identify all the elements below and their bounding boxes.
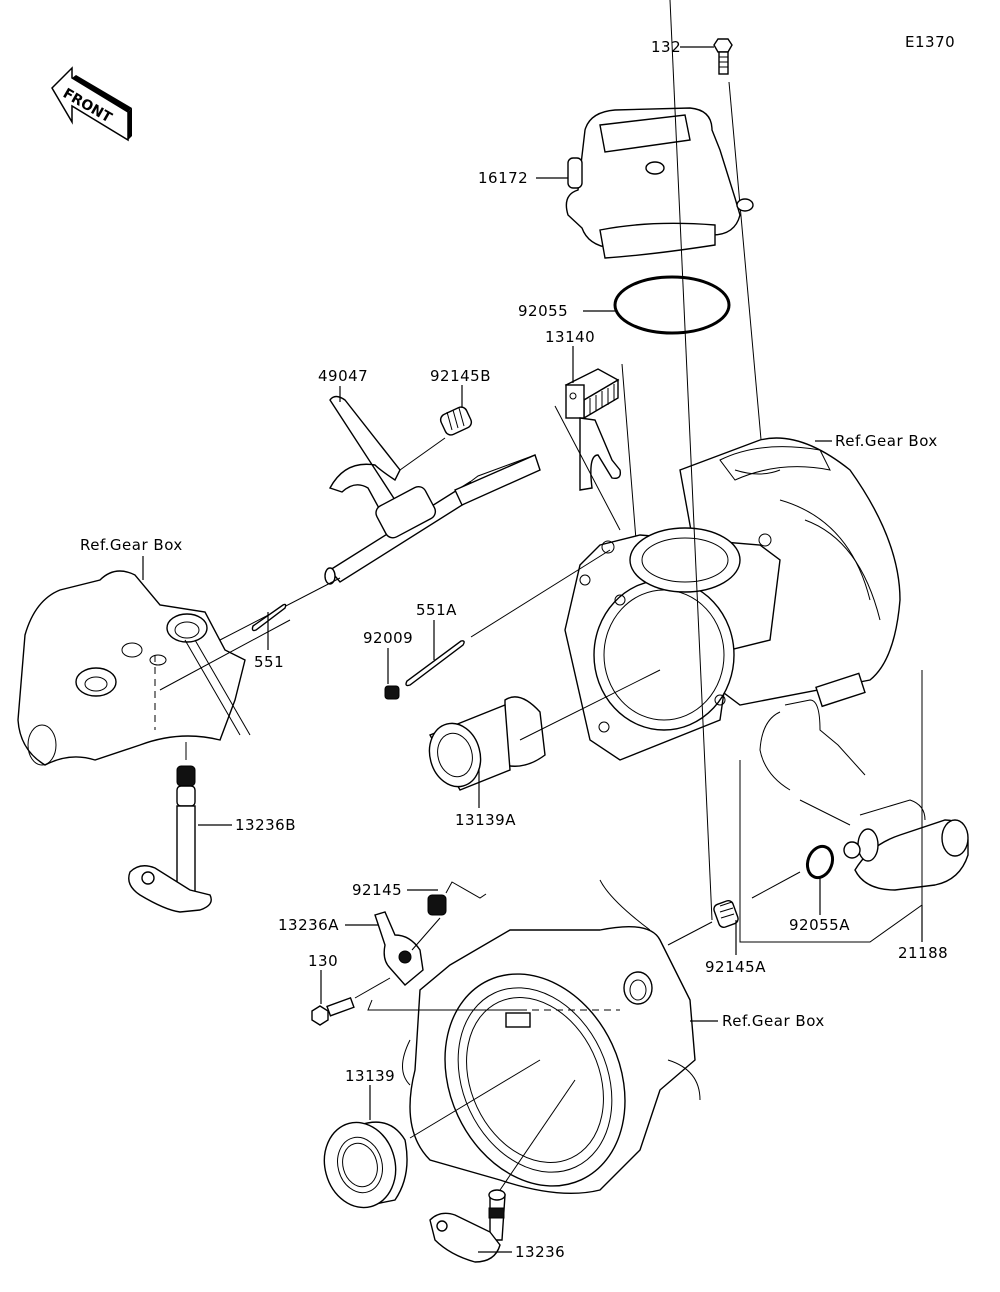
- bracket-21188: [739, 670, 923, 943]
- callout-16172[interactable]: 16172: [478, 169, 528, 187]
- callout-13236[interactable]: 13236: [515, 1243, 565, 1261]
- part-13236B-shaft[interactable]: [128, 765, 212, 913]
- callout-13140[interactable]: 13140: [545, 328, 595, 346]
- callout-132[interactable]: 132: [651, 38, 681, 56]
- part-13236A-lever[interactable]: [374, 911, 424, 986]
- callout-21188[interactable]: 21188: [898, 944, 948, 962]
- part-92055A-o-ring[interactable]: [803, 843, 836, 881]
- callout-130[interactable]: 130: [308, 952, 338, 970]
- callout-49047[interactable]: 49047: [318, 367, 368, 385]
- part-92055-o-ring[interactable]: [613, 275, 731, 335]
- callout-13236A[interactable]: 13236A: [278, 916, 339, 934]
- callout-92145A[interactable]: 92145A: [705, 958, 766, 976]
- part-92009-screw[interactable]: [384, 685, 400, 700]
- callout-13236B[interactable]: 13236B: [235, 816, 296, 834]
- callout-ref-gear-box-2[interactable]: Ref.Gear Box: [80, 536, 183, 554]
- part-13236-shaft[interactable]: [429, 1189, 506, 1263]
- part-49047-shift-rod[interactable]: [324, 395, 541, 585]
- part-92145A-spring[interactable]: [712, 899, 739, 928]
- callout-551A[interactable]: 551A: [416, 601, 457, 619]
- part-13140-shift-fork[interactable]: [564, 368, 622, 491]
- part-551-pin[interactable]: [251, 603, 287, 632]
- callout-551[interactable]: 551: [254, 653, 284, 671]
- callout-92145B[interactable]: 92145B: [430, 367, 491, 385]
- front-arrow-icon: FRONT: [51, 66, 132, 142]
- part-92145-spring[interactable]: [427, 881, 487, 916]
- part-551A-pin[interactable]: [405, 640, 465, 687]
- gear-box-housing-upper: [564, 437, 901, 761]
- callout-13139-visible[interactable]: 13139: [345, 1067, 395, 1085]
- callout-92009[interactable]: 92009: [363, 629, 413, 647]
- part-16172-sensor[interactable]: [565, 107, 754, 259]
- gear-box-housing-left: [17, 570, 251, 766]
- part-13139-hub[interactable]: [315, 1114, 408, 1215]
- part-132-bolt[interactable]: [713, 38, 733, 75]
- part-13139A-sleeve[interactable]: [423, 696, 546, 793]
- gear-box-housing-lower: [402, 879, 701, 1195]
- callout-92055[interactable]: 92055: [518, 302, 568, 320]
- callout-ref-gear-box-3-visible[interactable]: Ref.Gear Box: [722, 1012, 825, 1030]
- diagram-code: E1370: [905, 33, 955, 51]
- callout-13139A[interactable]: 13139A: [455, 811, 516, 829]
- callout-ref-gear-box-1[interactable]: Ref.Gear Box: [835, 432, 938, 450]
- part-21188-solenoid[interactable]: [759, 672, 969, 891]
- part-130-bolt[interactable]: [311, 996, 355, 1026]
- part-92145B-spring[interactable]: [439, 405, 474, 437]
- callout-92145[interactable]: 92145: [352, 881, 402, 899]
- callout-92055A[interactable]: 92055A: [789, 916, 850, 934]
